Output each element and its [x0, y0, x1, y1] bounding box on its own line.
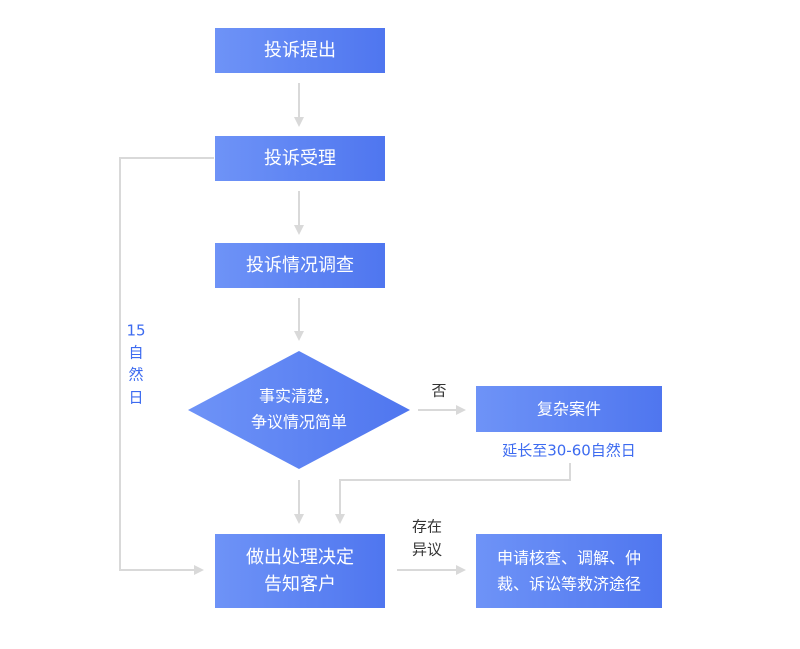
node-remedy-label-line2: 裁、诉讼等救济途径: [497, 575, 641, 594]
label-natural-days: 15 自 然 日: [126, 322, 145, 407]
connectors: [119, 83, 571, 575]
node-submit: 投诉提出: [215, 28, 385, 73]
node-resolve: 做出处理决定 告知客户: [215, 534, 385, 608]
label-extend: 延长至30-60自然日: [502, 442, 636, 460]
node-decision-label-line1: 事实清楚，: [259, 387, 339, 406]
node-resolve-label-line1: 做出处理决定: [246, 547, 354, 568]
node-remedy: 申请核查、调解、仲 裁、诉讼等救济途径: [476, 534, 662, 608]
label-no: 否: [431, 382, 446, 400]
node-submit-label: 投诉提出: [264, 40, 336, 61]
label-days-char3: 日: [128, 389, 143, 407]
node-investigate-label: 投诉情况调查: [246, 255, 354, 276]
node-decision-label-line2: 争议情况简单: [251, 413, 347, 432]
node-submit-box: [215, 28, 385, 73]
node-decision: 事实清楚， 争议情况简单: [188, 351, 410, 469]
node-complex: 复杂案件: [476, 386, 662, 432]
node-remedy-label-line1: 申请核查、调解、仲: [497, 549, 641, 568]
node-complex-box: [476, 386, 662, 432]
node-remedy-box: [476, 534, 662, 608]
node-accept-label: 投诉受理: [264, 148, 336, 169]
label-days-char2: 然: [128, 366, 143, 384]
label-objection-line2: 异议: [412, 541, 442, 559]
node-investigate: 投诉情况调查: [215, 243, 385, 288]
node-complex-label: 复杂案件: [537, 400, 601, 419]
label-objection-line1: 存在: [412, 518, 442, 536]
node-resolve-box: [215, 534, 385, 608]
node-investigate-box: [215, 243, 385, 288]
node-decision-diamond: [188, 351, 410, 469]
arrow-accept-bypass-to-resolve: [119, 157, 214, 575]
arrow-complex-to-resolve: [335, 463, 571, 524]
node-resolve-label-line2: 告知客户: [264, 574, 336, 595]
label-days-number: 15: [126, 322, 145, 340]
node-accept: 投诉受理: [215, 136, 385, 181]
label-days-char1: 自: [128, 344, 143, 362]
node-accept-box: [215, 136, 385, 181]
